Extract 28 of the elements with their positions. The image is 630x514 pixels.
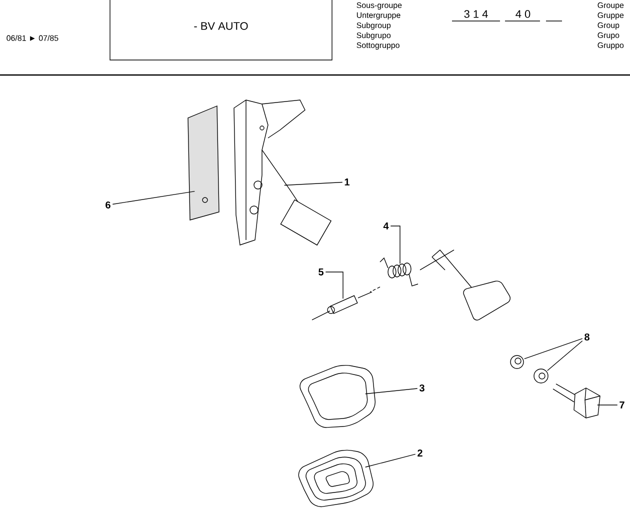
callout-number: 4 (383, 222, 389, 230)
leader-line (547, 340, 583, 371)
nut-drawing (534, 368, 548, 384)
plate-drawing (188, 105, 220, 220)
leader-line (365, 454, 416, 468)
pin-drawing (312, 292, 372, 320)
pedal-frame-drawing (300, 364, 376, 428)
adjusting-screw-drawing (552, 384, 600, 418)
leader-line (390, 226, 400, 264)
callout-number: 1 (344, 178, 350, 186)
callout-number: 7 (620, 402, 624, 408)
callout-number: 3 (419, 384, 424, 392)
header-box: - BV AUTO (110, 0, 332, 60)
leader-line (365, 388, 418, 394)
callout-number: 6 (106, 201, 110, 208)
subgroup-number: 3 1 4 (464, 10, 488, 18)
subgroup-number: 4 0 (516, 10, 530, 18)
callout-number: 5 (318, 268, 324, 276)
leader-line (597, 404, 618, 406)
leader-line (524, 338, 583, 360)
leader-line (325, 272, 344, 299)
callout-number: 8 (584, 333, 590, 340)
leader-line (284, 182, 343, 186)
spring-drawing (370, 257, 418, 292)
nut-drawing (510, 355, 524, 369)
leader-line (112, 190, 195, 205)
callout-number: 2 (418, 450, 422, 456)
pedal-pad-drawing (298, 450, 374, 508)
